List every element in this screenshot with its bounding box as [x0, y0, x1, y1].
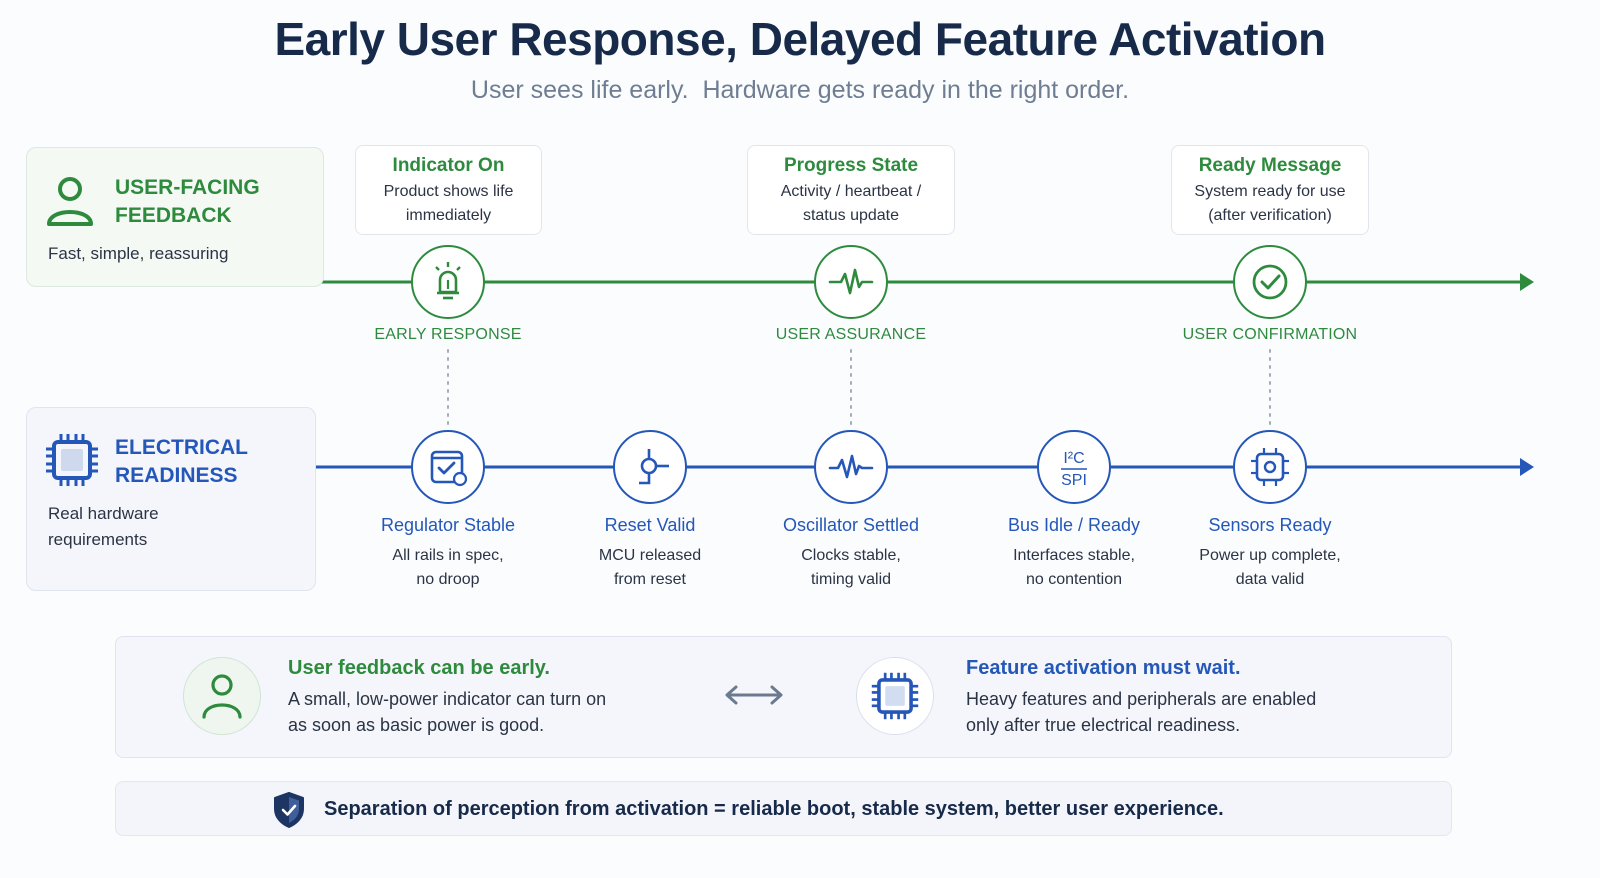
- comparison-panel: User feedback can be early. A small, low…: [115, 636, 1452, 758]
- person-icon: [202, 674, 242, 719]
- lane-description: Fast, simple, reassuring: [48, 244, 229, 263]
- electrical-readiness-lane: ELECTRICAL READINESS Real hardware requi…: [26, 407, 316, 591]
- node-regulator-stable: [411, 430, 485, 504]
- user-timeline-arrowhead: [1520, 273, 1534, 291]
- panel-right-title: Feature activation must wait.: [966, 657, 1241, 679]
- node-bus-idle: I²C SPI: [1037, 430, 1111, 504]
- step-title: Bus Idle / Ready: [1007, 515, 1141, 535]
- footer-banner: Separation of perception from activation…: [115, 781, 1452, 836]
- node-indicator-on: [411, 245, 485, 319]
- chip-icon: [871, 672, 919, 720]
- sensor-chip-icon: [1251, 448, 1289, 486]
- step-title: Regulator Stable: [380, 515, 516, 535]
- panel-left-title: User feedback can be early.: [288, 657, 550, 679]
- page-subtitle: User sees life early. Hardware gets read…: [470, 76, 1130, 104]
- callout-title: Indicator On: [392, 155, 505, 176]
- footer-text: Separation of perception from activation…: [324, 798, 1224, 820]
- spi-text: SPI: [1061, 472, 1087, 489]
- panel-right-body: Heavy features and peripherals are enabl…: [966, 689, 1317, 735]
- node-ready-message: [1233, 245, 1307, 319]
- feature-activation-badge: [856, 657, 934, 735]
- step-description: All rails in spec, no droop: [392, 547, 504, 588]
- callout-indicator-on: Indicator On Product shows life immediat…: [355, 145, 542, 235]
- node-sensors-ready: [1233, 430, 1307, 504]
- milestone-label: USER CONFIRMATION: [1182, 326, 1358, 343]
- callout-body: Activity / heartbeat / status update: [780, 183, 922, 224]
- step-description: Clocks stable, timing valid: [801, 547, 901, 588]
- callout-title: Ready Message: [1198, 155, 1342, 176]
- callout-progress-state: Progress State Activity / heartbeat / st…: [747, 145, 955, 235]
- double-arrow-icon: [725, 685, 783, 705]
- lane-title: USER-FACING FEEDBACK: [115, 176, 260, 227]
- step-title: Sensors Ready: [1208, 515, 1332, 535]
- reset-signal-icon: [639, 449, 669, 485]
- user-feedback-badge: [183, 657, 261, 735]
- i2c-text: I²C: [1063, 450, 1084, 467]
- callout-title: Progress State: [783, 155, 919, 176]
- shield-check-icon: [274, 792, 304, 828]
- lane-title: ELECTRICAL READINESS: [115, 436, 248, 487]
- node-progress-state: [814, 245, 888, 319]
- i2c-spi-icon: I²C SPI: [1061, 450, 1087, 489]
- milestone-label: USER ASSURANCE: [775, 326, 927, 343]
- regulator-check-icon: [430, 450, 468, 487]
- step-description: Interfaces stable, no contention: [1013, 547, 1135, 588]
- light-bulb-icon: [435, 262, 461, 300]
- milestone-label: EARLY RESPONSE: [374, 326, 522, 343]
- electrical-timeline-arrowhead: [1520, 458, 1534, 476]
- callout-ready-message: Ready Message System ready for use (afte…: [1171, 145, 1369, 235]
- person-icon: [47, 177, 93, 226]
- node-reset-valid: [613, 430, 687, 504]
- chip-icon: [46, 434, 98, 486]
- step-description: MCU released from reset: [598, 547, 702, 588]
- waveform-icon: [828, 454, 874, 479]
- callout-body: System ready for use (after verification…: [1194, 183, 1346, 224]
- page-title: Early User Response, Delayed Feature Act…: [274, 13, 1326, 65]
- user-feedback-lane: USER-FACING FEEDBACK Fast, simple, reass…: [26, 147, 324, 287]
- callout-body: Product shows life immediately: [383, 183, 514, 224]
- step-title: Oscillator Settled: [782, 515, 920, 535]
- panel-left-body: A small, low-power indicator can turn on…: [288, 689, 607, 735]
- heartbeat-icon: [828, 268, 874, 295]
- node-oscillator-settled: [814, 430, 888, 504]
- lane-description: Real hardware requirements: [48, 504, 159, 549]
- step-title: Reset Valid: [604, 515, 696, 535]
- step-description: Power up complete, data valid: [1199, 547, 1341, 588]
- check-circle-icon: [1252, 264, 1288, 300]
